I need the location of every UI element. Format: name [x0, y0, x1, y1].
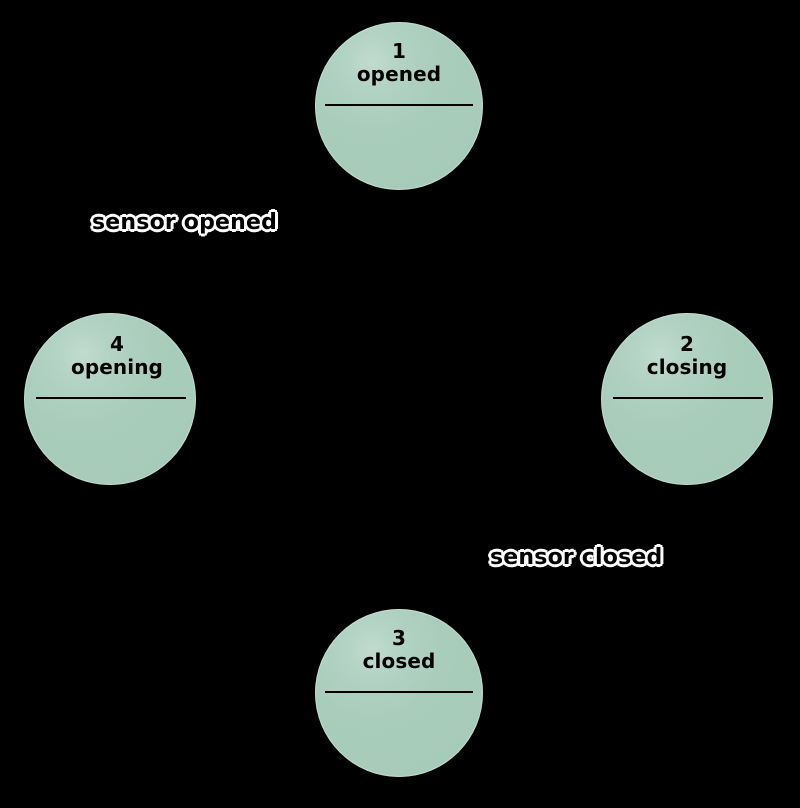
state-number: 3 — [391, 626, 407, 650]
state-name: closed — [362, 649, 436, 674]
state-name: closing — [646, 355, 728, 380]
transition-label-sensor-closed: sensor closed — [490, 545, 663, 570]
state-node-4-opening[interactable]: 4 opening — [24, 313, 196, 485]
state-compartment-divider — [325, 691, 473, 693]
state-name: opening — [71, 355, 163, 380]
state-node-1-opened[interactable]: 1 opened — [315, 22, 483, 190]
state-node-text: 2 closing — [601, 332, 773, 380]
state-node-text: 3 closed — [315, 626, 483, 674]
state-number: 4 — [109, 332, 125, 356]
state-node-disc — [601, 313, 773, 485]
state-compartment-divider — [613, 397, 763, 399]
state-node-disc — [315, 609, 483, 777]
state-node-3-closed[interactable]: 3 closed — [315, 609, 483, 777]
transition-label-sensor-opened: sensor opened — [92, 210, 278, 235]
state-compartment-divider — [325, 104, 473, 106]
state-number: 2 — [679, 332, 695, 356]
state-name: opened — [356, 62, 442, 87]
state-number: 1 — [391, 39, 407, 63]
state-compartment-divider — [36, 397, 186, 399]
state-node-disc — [315, 22, 483, 190]
state-node-text: 1 opened — [315, 39, 483, 87]
state-node-disc — [24, 313, 196, 485]
state-node-2-closing[interactable]: 2 closing — [601, 313, 773, 485]
state-node-text: 4 opening — [24, 332, 196, 380]
